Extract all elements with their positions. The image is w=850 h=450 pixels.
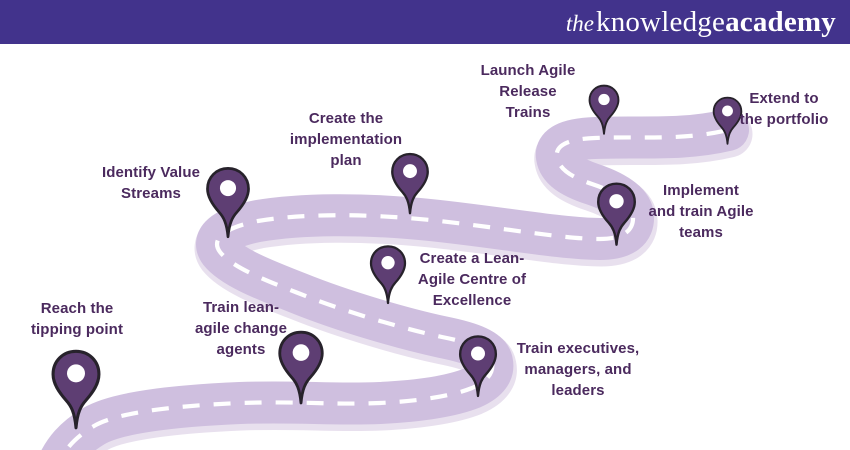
logo-knowledge: knowledge — [596, 5, 726, 38]
step-label: Extend to the portfolio — [739, 90, 829, 128]
map-pin-icon — [51, 349, 101, 430]
map-pin-icon — [278, 330, 324, 405]
map-pin-icon — [596, 182, 636, 246]
logo-the: the — [565, 10, 595, 36]
map-pin-icon — [712, 96, 742, 145]
step-label: Launch Agile Release Trains — [480, 62, 576, 121]
map-pin-icon — [391, 152, 429, 215]
road-centerline — [63, 127, 729, 450]
step-label: Train lean- agile change agents — [194, 299, 288, 358]
step-label: Create the implementation plan — [289, 110, 403, 169]
map-pin-icon — [206, 167, 250, 239]
step-label: Create a Lean- Agile Centre of Excellenc… — [417, 250, 527, 309]
step-label: Reach the tipping point — [30, 300, 124, 338]
step-label: Identify Value Streams — [101, 164, 201, 202]
step-label: Train executives, managers, and leaders — [516, 340, 640, 399]
map-pin-icon — [369, 245, 407, 305]
map-pin-icon — [458, 335, 498, 398]
step-label: Implement and train Agile teams — [648, 182, 754, 241]
logo-academy: academy — [725, 5, 836, 38]
map-pin-icon — [588, 84, 620, 135]
